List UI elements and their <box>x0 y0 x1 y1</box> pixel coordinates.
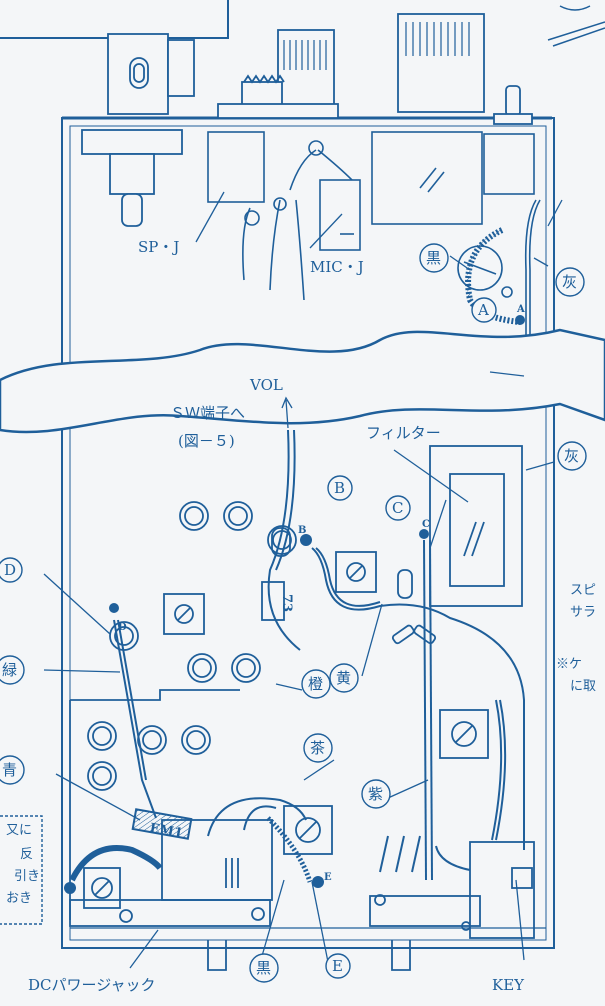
point-b-small: B <box>298 525 306 536</box>
wire-color-labels <box>0 243 587 983</box>
side-note-3: ※ケ <box>556 657 582 672</box>
sp-jack-label: SP・J <box>138 238 179 256</box>
wire-gray-mid: 灰 <box>564 447 579 465</box>
wire-brown: 茶 <box>310 739 325 757</box>
em1-label: EM1 <box>148 821 183 842</box>
dc-jack-label: DCパワージャック <box>28 976 155 994</box>
upper-parts <box>207 131 541 390</box>
left-note-2: 反 <box>20 847 33 862</box>
point-a: A <box>477 301 489 319</box>
left-note-3: 引き <box>14 869 40 884</box>
sw-terminal-label: ＳＷ端子へ <box>170 404 245 422</box>
key-label: KEY <box>492 976 525 994</box>
wire-green: 緑 <box>2 661 17 679</box>
wire-gray-top: 灰 <box>562 273 577 291</box>
upper-wires <box>242 140 353 301</box>
point-e: E <box>332 957 343 975</box>
point-c-small: C <box>422 519 430 530</box>
connection-points <box>64 315 525 894</box>
top-controls <box>81 13 533 227</box>
wire-yellow: 黄 <box>336 669 351 687</box>
filter-label: フィルター <box>366 424 441 442</box>
wire-orange: 橙 <box>308 675 323 693</box>
part-73-label: 73 <box>279 594 294 612</box>
point-e-small: E <box>324 872 332 883</box>
left-note-box: 又に 反 引き おき <box>0 815 43 925</box>
side-note-2: サラ <box>570 605 596 620</box>
leader-lines <box>43 191 563 969</box>
top-right-marks <box>547 5 605 47</box>
side-note-1: スピ <box>570 583 596 598</box>
vol-label: VOL <box>249 376 283 394</box>
figure-ref-label: (図－５) <box>178 432 235 450</box>
lower-parts <box>69 445 546 971</box>
point-d-small: D <box>118 622 127 633</box>
wire-blue: 青 <box>2 761 17 779</box>
point-a-small: A <box>516 304 525 315</box>
point-b: B <box>334 479 345 497</box>
point-d: D <box>4 561 16 579</box>
lower-wires <box>69 429 525 883</box>
wire-black-top: 黒 <box>426 249 441 267</box>
left-note-1: 又に <box>6 823 32 838</box>
cut-lines <box>0 328 605 434</box>
point-letter-circles <box>0 297 497 979</box>
side-note-4: に取 <box>570 679 596 694</box>
wire-purple: 紫 <box>368 785 383 803</box>
left-note-4: おき <box>6 891 32 906</box>
point-c: C <box>392 499 403 517</box>
wire-black-bottom: 黒 <box>256 959 271 977</box>
mic-jack-label: MIC・J <box>310 258 364 276</box>
